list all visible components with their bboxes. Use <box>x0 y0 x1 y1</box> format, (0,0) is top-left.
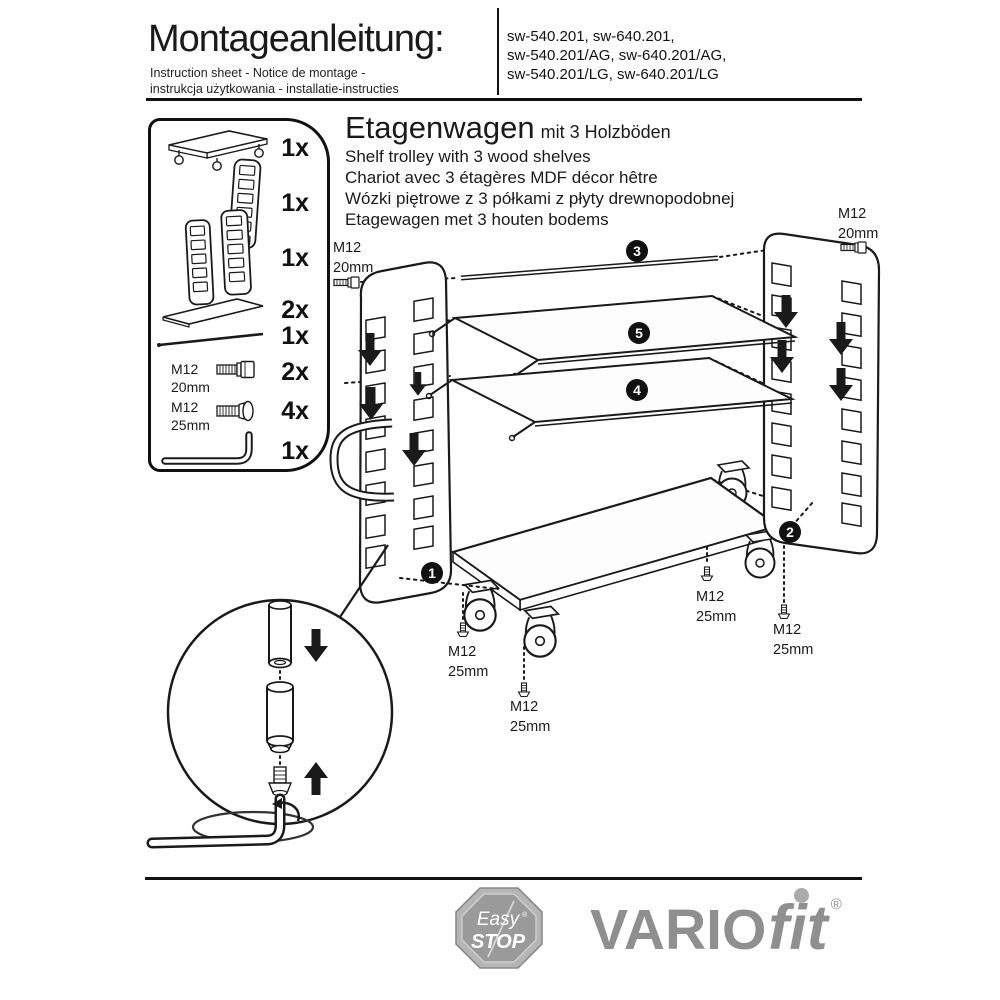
rod-icon <box>157 332 264 347</box>
svg-text:2: 2 <box>786 524 794 540</box>
hex-bolt-icon <box>333 276 360 289</box>
shelf-board-icon <box>162 298 264 328</box>
bolt-label: 20mm <box>838 226 878 242</box>
product-code-line: sw-540.201/LG, sw-640.201/LG <box>507 66 719 83</box>
bolt-label: M12 <box>448 644 476 660</box>
bolt-label: M12 <box>696 589 724 605</box>
svg-text:1: 1 <box>428 565 436 581</box>
bolt-label: 25mm <box>448 664 488 680</box>
countersunk-screw <box>267 766 293 797</box>
left-side-frame <box>329 261 453 604</box>
top-rod <box>460 255 719 281</box>
product-title-suffix: mit 3 Holzböden <box>540 122 671 142</box>
bolt-label: M12 <box>333 240 361 256</box>
svg-text:4: 4 <box>633 382 641 398</box>
product-title-main: Etagenwagen <box>345 110 535 145</box>
callout-4: 4 <box>626 379 648 401</box>
brand-fit: fit <box>768 888 828 964</box>
callout-2: 2 <box>779 521 801 543</box>
base-platform <box>450 476 781 612</box>
allen-key-icon <box>161 431 253 465</box>
svg-text:5: 5 <box>635 325 643 341</box>
side-frame-large-icon <box>184 209 252 306</box>
frame-tube <box>268 600 292 669</box>
parts-list-graphics: M12 20mm M12 25mm <box>157 130 309 465</box>
registered-mark: ® <box>522 911 528 919</box>
bolt-label: 25mm <box>510 719 550 735</box>
part-qty: 4x <box>281 397 309 425</box>
page-subtitle-line2: instrukcja użytkowania - installatie-ins… <box>150 82 399 96</box>
part-qty: 1x <box>281 244 309 272</box>
push-handle <box>329 418 395 502</box>
m12-20-label-right: M12 20mm <box>838 206 878 254</box>
bolt-label: M12 <box>773 622 801 638</box>
page-title: Montageanleitung: <box>148 18 445 60</box>
bolt-label: 20mm <box>333 260 373 276</box>
bolt-size-label: 25mm <box>171 417 210 433</box>
svg-text:3: 3 <box>633 243 641 259</box>
countersunk-screw-icon <box>700 566 714 582</box>
product-subtitle-nl: Etagewagen met 3 houten bodems <box>345 210 609 229</box>
dotted-guide <box>399 577 499 590</box>
part-qty: 2x <box>281 358 309 386</box>
page-subtitle-line1: Instruction sheet - Notice de montage - <box>150 66 366 80</box>
header-divider <box>497 8 499 95</box>
detail-circle <box>146 544 394 849</box>
countersunk-screw-icon <box>777 604 791 620</box>
product-code-line: sw-540.201, sw-640.201, <box>507 28 675 45</box>
product-subtitle-fr: Chariot avec 3 étagères MDF décor hêtre <box>345 168 658 187</box>
base-platform-icon <box>168 130 268 171</box>
product-subtitle-en: Shelf trolley with 3 wood shelves <box>345 147 591 166</box>
header-rule <box>146 98 862 101</box>
product-subtitle-pl: Wózki piętrowe z 3 półkami z płyty drewn… <box>345 189 735 208</box>
callout-5: 5 <box>628 322 650 344</box>
bolt-size-label: 20mm <box>171 379 210 395</box>
bolt-label: M12 <box>510 699 538 715</box>
countersunk-bolt-icon <box>216 400 254 422</box>
bolt-label: M12 <box>838 206 866 222</box>
callout-1: 1 <box>421 562 443 584</box>
part-qty: 1x <box>281 437 309 465</box>
easy-stop-stop: STOP <box>471 931 526 953</box>
product-codes: sw-540.201, sw-640.201, sw-540.201/AG, s… <box>507 27 726 84</box>
bolt-label: 25mm <box>773 642 813 658</box>
callout-3: 3 <box>626 240 648 262</box>
bolt-size-label: M12 <box>171 361 198 377</box>
m12-25-labels: M12 25mm M12 25mm M12 25mm M12 25mm <box>448 589 813 735</box>
part-qty: 1x <box>281 134 309 162</box>
footer-rule <box>145 877 862 880</box>
hex-bolt-icon <box>216 360 255 379</box>
caster-bolt-guides <box>456 539 791 698</box>
middle-shelf <box>425 356 796 442</box>
part-qty: 1x <box>281 322 309 350</box>
allen-key <box>146 793 301 849</box>
easy-stop-easy: Easy <box>477 909 521 930</box>
upper-shelf <box>428 294 799 380</box>
part-qty: 1x <box>281 189 309 217</box>
product-code-line: sw-540.201/AG, sw-640.201/AG, <box>507 47 727 64</box>
dotted-guide <box>791 501 814 527</box>
registered-mark: ® <box>830 896 842 913</box>
assembly-diagram: M12 25mm M12 25mm M12 25mm M12 25mm <box>146 206 881 849</box>
part-qty: 2x <box>281 296 309 324</box>
brand-vario: VARIO <box>590 898 767 962</box>
m12-20-label-left: M12 20mm <box>333 240 373 289</box>
brand-dot <box>794 888 810 903</box>
spacer-sleeve <box>266 681 294 754</box>
parts-list-box: M12 20mm M12 25mm <box>148 118 330 472</box>
caster <box>523 605 560 658</box>
badge-slash <box>487 900 515 958</box>
easy-stop-badge: Easy ® STOP <box>455 887 543 969</box>
countersunk-screw-icon <box>517 682 531 698</box>
bolt-label: 25mm <box>696 609 736 625</box>
bolt-size-label: M12 <box>171 399 198 415</box>
